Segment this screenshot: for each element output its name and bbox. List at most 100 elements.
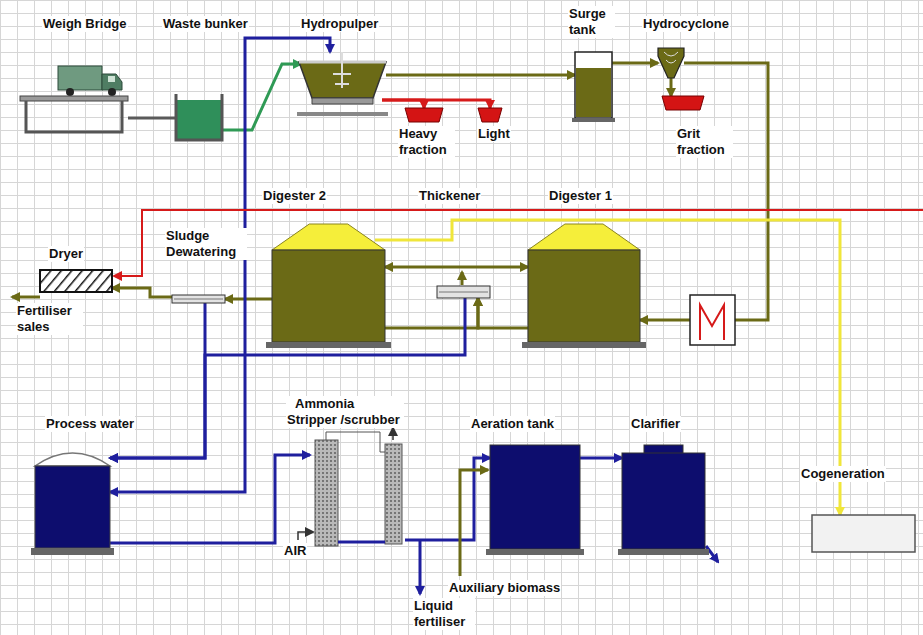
flow-line xyxy=(110,303,205,458)
cyclone-part xyxy=(658,48,684,78)
clarifier-shape xyxy=(622,445,705,555)
stripper-columns-shape xyxy=(310,440,405,550)
truck-part xyxy=(20,96,128,101)
thickener-return xyxy=(461,272,464,285)
heat-line xyxy=(114,210,923,276)
hydropulper: Hydropulper xyxy=(295,52,390,120)
equipment-label: Heavy fraction xyxy=(398,126,455,158)
tray-part xyxy=(405,108,443,122)
pwater-part xyxy=(31,548,114,555)
fertiliser-outlet xyxy=(12,296,40,299)
process-water-tank: Process water xyxy=(35,440,110,555)
tray-part xyxy=(662,96,704,110)
cogeneration-unit-shape xyxy=(812,515,915,552)
cogen-part xyxy=(812,515,915,552)
truck-part xyxy=(66,88,74,96)
reject-tray-shape xyxy=(478,108,502,122)
clarifier-part xyxy=(618,549,709,555)
stream-label: Fertiliser sales xyxy=(16,303,83,335)
equipment-label: Aeration tank xyxy=(470,416,555,432)
biomass-inlet xyxy=(460,470,488,576)
equipment-label: Waste bunker xyxy=(162,16,249,32)
digester-shape xyxy=(528,222,640,348)
aeration-tank-shape xyxy=(490,445,580,555)
pulper-part xyxy=(333,52,351,88)
dryer-shape xyxy=(40,270,112,292)
cyclone-part xyxy=(664,52,678,63)
heat-exchanger xyxy=(690,295,735,345)
bunker-part xyxy=(176,100,222,140)
equipment-label: Hydropulper xyxy=(300,16,379,32)
digester-part xyxy=(528,250,640,342)
equipment-label: Dryer xyxy=(48,246,84,262)
waste-bunker-shape xyxy=(176,100,222,140)
equipment-label: Clarifier xyxy=(630,416,681,432)
flow-line xyxy=(386,74,575,77)
flow-line xyxy=(225,298,272,301)
flow-line xyxy=(112,288,172,297)
flow-line xyxy=(670,78,673,96)
flow-line xyxy=(128,117,176,120)
process-water-tank-shape xyxy=(35,440,110,555)
pulper-part xyxy=(312,98,373,104)
clarifier: Clarifier xyxy=(622,445,705,555)
plate-part xyxy=(174,299,223,300)
equipment-label: Digester 1 xyxy=(548,188,613,204)
weighbridge: Weigh Bridge xyxy=(20,62,128,134)
truck-part xyxy=(26,101,122,132)
flow-line xyxy=(375,220,840,515)
equipment-label: Cogeneration xyxy=(800,466,886,482)
aeration-part xyxy=(486,549,584,555)
surge-tank: Surge tank xyxy=(575,52,612,122)
dryer-part xyxy=(40,270,112,292)
tank-part xyxy=(575,52,612,118)
tank-part xyxy=(572,118,615,122)
pwater-part xyxy=(35,466,110,548)
equipment-label: Process water xyxy=(45,416,135,432)
thickener: Thickener xyxy=(437,286,490,298)
columns-part xyxy=(338,541,385,544)
reject-tray-shape xyxy=(405,108,443,122)
equipment-label: Weigh Bridge xyxy=(42,16,128,32)
dryer: Dryer xyxy=(40,270,112,292)
flow-line xyxy=(580,457,622,460)
digester-shape xyxy=(272,222,385,348)
thickener-shape xyxy=(437,286,490,298)
columns-part xyxy=(315,440,338,546)
digester: Digester 1 xyxy=(528,222,640,348)
equipment-label: Sludge Dewatering xyxy=(165,228,247,260)
truck-part xyxy=(108,76,115,82)
clarifier-part xyxy=(622,453,705,549)
aeration-tank: Aeration tank xyxy=(490,445,580,555)
digester-part xyxy=(522,342,646,348)
digester: Digester 2 xyxy=(272,222,385,348)
stream-label: Liquid fertiliser xyxy=(413,598,475,630)
digester-part xyxy=(266,342,391,348)
hydropulper-shape xyxy=(295,52,390,120)
stripper-columns: Ammonia Stripper /scrubber xyxy=(310,440,405,550)
flow-line xyxy=(382,100,490,108)
aeration-part xyxy=(490,445,580,549)
truck-part xyxy=(102,74,122,90)
cogeneration-unit: Cogeneration xyxy=(812,515,915,552)
air-inlet xyxy=(298,532,313,540)
dewatering-unit: Sludge Dewatering xyxy=(172,295,225,303)
tank-part xyxy=(576,68,611,117)
bunker-part xyxy=(176,94,222,140)
pulper-part xyxy=(297,112,388,116)
heat-exchanger-coil xyxy=(700,305,724,340)
dewatering-unit-shape xyxy=(172,295,225,303)
truck-part xyxy=(108,88,116,96)
stream-label: AIR xyxy=(283,543,307,559)
reject-tray: Grit fraction xyxy=(662,96,704,110)
reject-tray: Light xyxy=(478,108,502,122)
equipment-label: Digester 2 xyxy=(262,188,327,204)
equipment-label: Surge tank xyxy=(568,6,615,38)
waste-bunker: Waste bunker xyxy=(176,100,222,140)
truck-part xyxy=(58,66,102,90)
surge-tank-shape xyxy=(575,52,612,122)
equipment-label: Thickener xyxy=(418,188,481,204)
